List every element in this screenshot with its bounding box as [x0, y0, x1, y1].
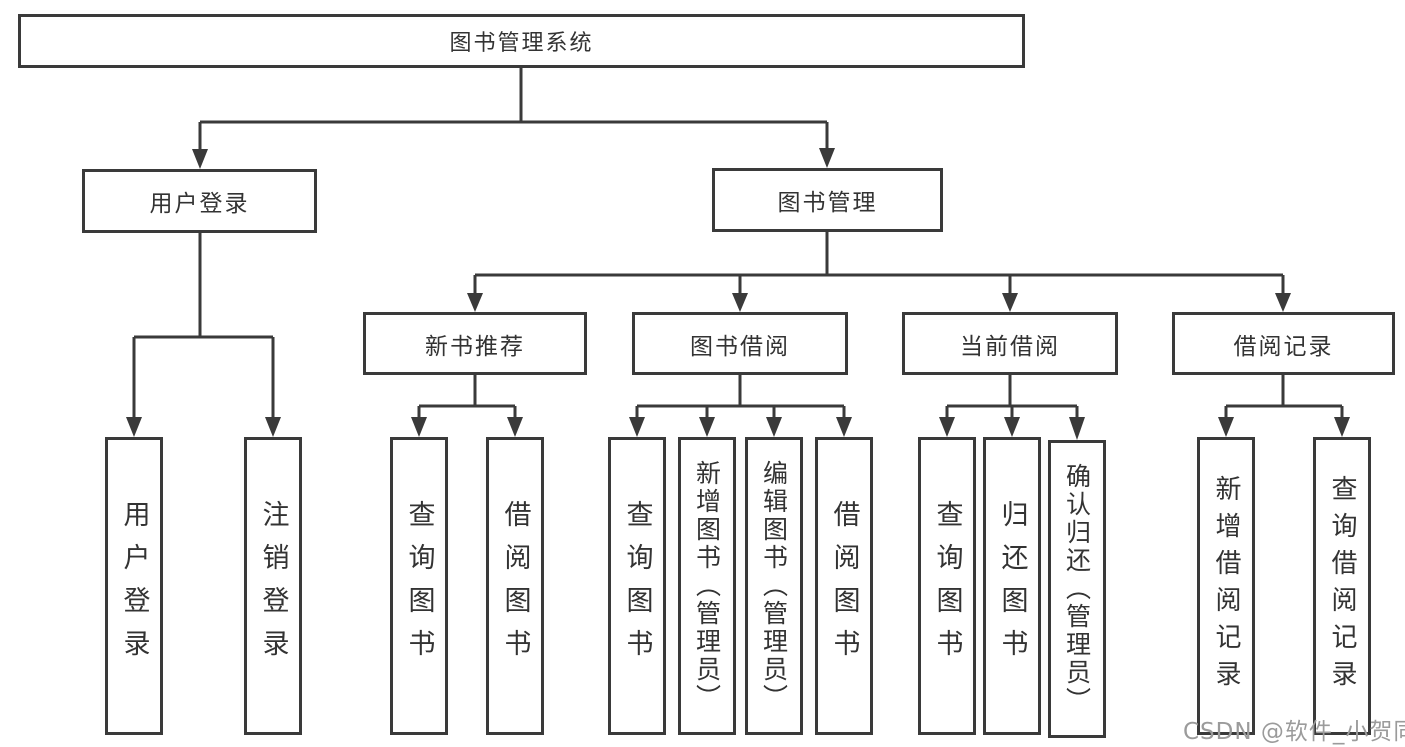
arrow-down-icon: [629, 417, 645, 437]
arrow-down-icon: [699, 417, 715, 437]
leaf-logout-login: 注销登录: [244, 437, 302, 735]
arrow-down-icon: [939, 417, 955, 437]
node-label: 当前借阅: [960, 333, 1060, 360]
leaf-label: 借阅图书: [499, 500, 531, 672]
leaf-label: 归还图书: [996, 500, 1028, 672]
node-root: 图书管理系统: [18, 14, 1025, 68]
leaf-label: 新增借阅记录: [1211, 475, 1241, 697]
arrow-down-icon: [1004, 417, 1020, 437]
node-borrow-record: 借阅记录: [1172, 312, 1395, 375]
node-current-borrow: 当前借阅: [902, 312, 1118, 375]
leaf-label: 查询图书: [621, 500, 653, 672]
arrow-down-icon: [126, 417, 142, 437]
arrow-down-icon: [507, 417, 523, 437]
node-user-login: 用户登录: [82, 169, 317, 233]
leaf-add-book-admin: 新增图书（管理员）: [678, 437, 736, 735]
arrow-down-icon: [1069, 417, 1085, 440]
branch-book-management: [467, 232, 1291, 312]
arrow-down-icon: [411, 417, 427, 437]
branch-user-login: [126, 232, 281, 437]
leaf-add-borrow-record: 新增借阅记录: [1197, 437, 1255, 735]
node-book-management: 图书管理: [712, 168, 943, 232]
node-label: 图书借阅: [690, 333, 790, 360]
node-book-borrow: 图书借阅: [632, 312, 848, 375]
branch-book-borrow: [629, 375, 852, 437]
arrow-down-icon: [1275, 293, 1291, 312]
arrow-down-icon: [1218, 417, 1234, 437]
arrow-down-icon: [766, 417, 782, 437]
arrow-down-icon: [467, 293, 483, 312]
leaf-label: 用户登录: [118, 500, 150, 672]
leaf-query-borrow-record: 查询借阅记录: [1313, 437, 1371, 735]
node-label: 新书推荐: [425, 333, 525, 360]
leaf-label: 注销登录: [257, 500, 289, 672]
branch-root: [192, 68, 835, 169]
branch-borrow-record: [1218, 375, 1350, 437]
node-label: 借阅记录: [1233, 333, 1334, 360]
leaf-user-login: 用户登录: [105, 437, 163, 735]
leaf-borrow-book: 借阅图书: [486, 437, 544, 735]
node-label: 用户登录: [149, 191, 250, 217]
leaf-label: 新增图书（管理员）: [692, 460, 722, 712]
leaf-query-book: 查询图书: [918, 437, 976, 735]
arrow-down-icon: [1334, 417, 1350, 437]
root-label: 图书管理系统: [449, 31, 594, 56]
arrow-down-icon: [192, 149, 208, 169]
leaf-label: 借阅图书: [828, 500, 860, 672]
leaf-label: 编辑图书（管理员）: [759, 460, 789, 712]
leaf-edit-book-admin: 编辑图书（管理员）: [745, 437, 803, 735]
leaf-query-book: 查询图书: [608, 437, 666, 735]
leaf-query-book: 查询图书: [390, 437, 448, 735]
leaf-return-book: 归还图书: [983, 437, 1041, 735]
arrow-down-icon: [732, 293, 748, 312]
arrow-down-icon: [1002, 293, 1018, 312]
leaf-confirm-return-admin: 确认归还（管理员）: [1048, 440, 1106, 738]
leaf-label: 查询图书: [403, 500, 435, 672]
leaf-label: 查询借阅记录: [1327, 475, 1357, 697]
arrow-down-icon: [265, 417, 281, 437]
arrow-down-icon: [836, 417, 852, 437]
branch-current-borrow: [939, 375, 1085, 440]
node-label: 图书管理: [777, 190, 878, 216]
leaf-label: 查询图书: [931, 500, 963, 672]
branch-new-book: [411, 375, 523, 437]
csdn-watermark: CSDN @软件_小贺同学: [1183, 719, 1405, 745]
leaf-label: 确认归还（管理员）: [1062, 463, 1092, 715]
node-new-book-recommend: 新书推荐: [363, 312, 587, 375]
leaf-borrow-book: 借阅图书: [815, 437, 873, 735]
arrow-down-icon: [819, 148, 835, 168]
